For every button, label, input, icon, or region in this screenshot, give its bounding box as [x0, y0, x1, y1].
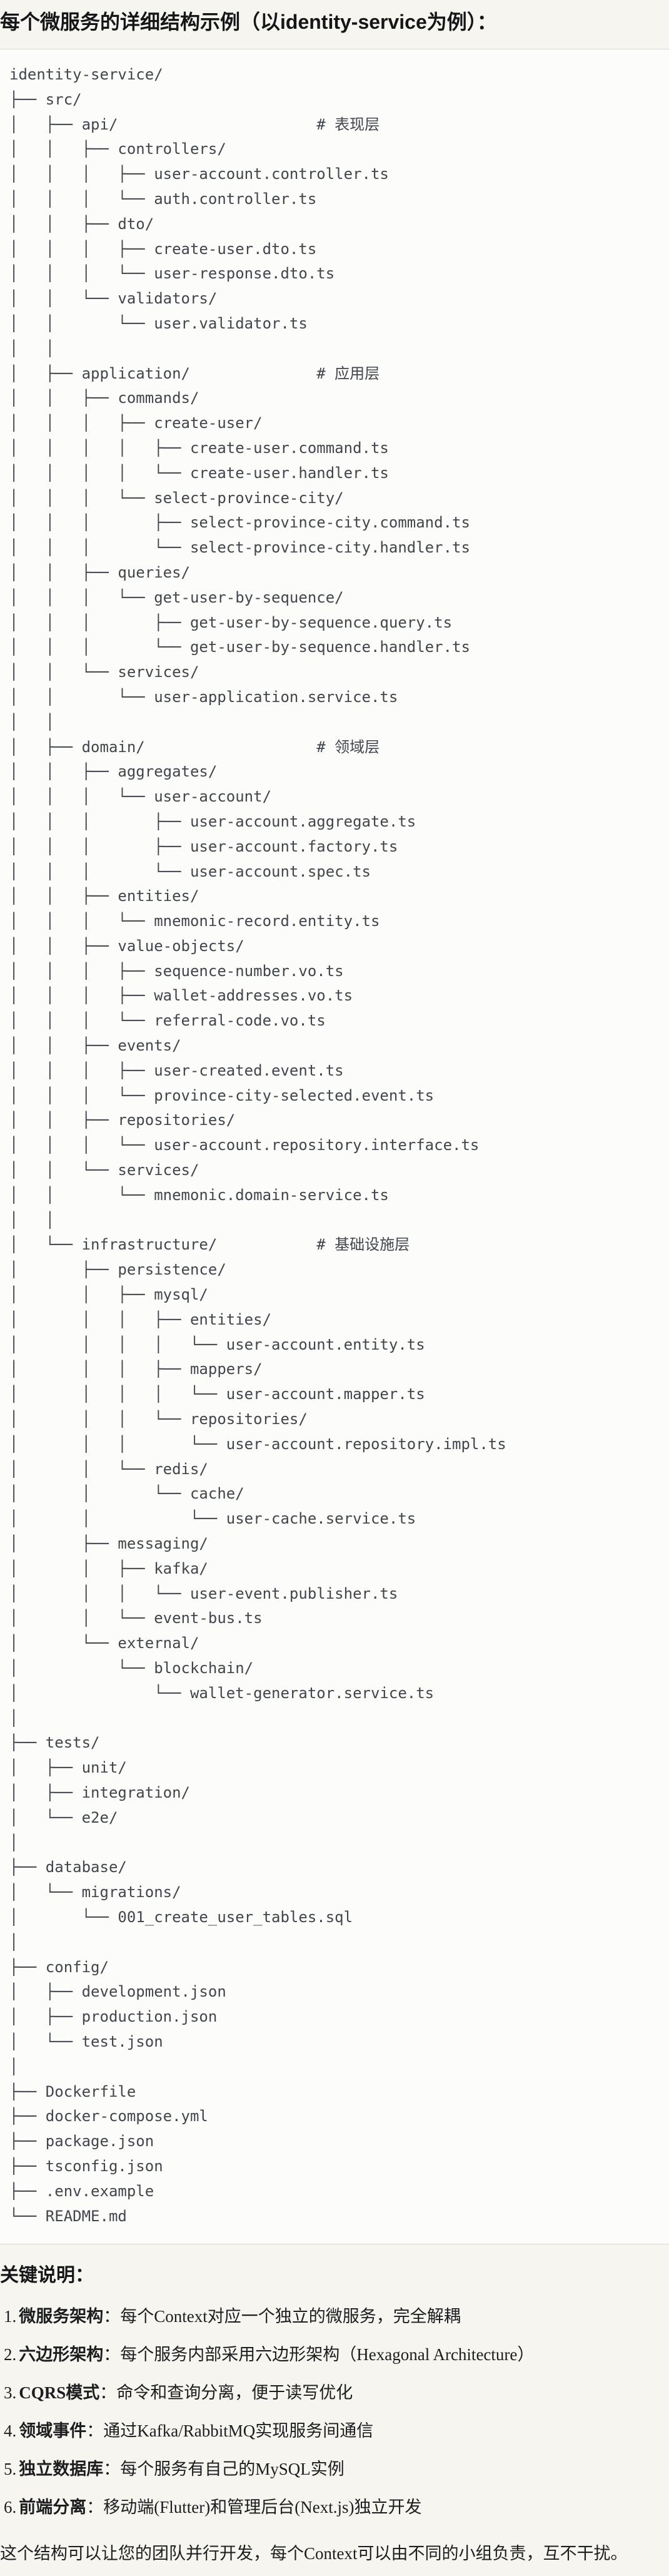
note-number: 3.: [4, 2383, 17, 2403]
note-text: ：通过Kafka/RabbitMQ实现服务间通信: [86, 2421, 374, 2441]
note-number: 1.: [4, 2307, 17, 2326]
note-text: ：每个Context对应一个独立的微服务，完全解耦: [103, 2307, 461, 2326]
note-text: ：命令和查询分离，便于读写优化: [99, 2383, 353, 2403]
note-label: 六边形架构: [19, 2345, 104, 2365]
note-number: 5.: [4, 2460, 17, 2479]
note-text: ：移动端(Flutter)和管理后台(Next.js)独立开发: [86, 2498, 422, 2517]
notes-heading: 关键说明：: [0, 2265, 94, 2286]
note-label: 独立数据库: [19, 2460, 104, 2479]
note-number: 6.: [4, 2498, 17, 2517]
directory-tree-block: identity-service/ ├── src/ │ ├── api/ # …: [0, 49, 669, 2245]
note-label: 微服务架构: [19, 2307, 104, 2326]
note-text: ：每个服务内部采用六边形架构（Hexagonal Architecture）: [103, 2345, 535, 2365]
note-item: 1.微服务架构：每个Context对应一个独立的微服务，完全解耦: [4, 2306, 669, 2327]
page-title: 每个微服务的详细结构示例（以identity-service为例）：: [0, 11, 497, 33]
directory-tree: identity-service/ ├── src/ │ ├── api/ # …: [9, 66, 506, 2225]
note-label: 领域事件: [19, 2421, 87, 2441]
note-text: ：每个服务有自己的MySQL实例: [103, 2460, 345, 2479]
note-item: 6.前端分离：移动端(Flutter)和管理后台(Next.js)独立开发: [4, 2497, 669, 2518]
note-item: 5.独立数据库：每个服务有自己的MySQL实例: [4, 2458, 669, 2480]
note-label: 前端分离: [19, 2498, 87, 2517]
note-item: 3.CQRS模式：命令和查询分离，便于读写优化: [4, 2382, 669, 2403]
note-number: 2.: [4, 2345, 17, 2365]
notes-list: 1.微服务架构：每个Context对应一个独立的微服务，完全解耦 2.六边形架构…: [0, 2306, 669, 2518]
note-label: CQRS模式: [19, 2383, 100, 2403]
note-item: 4.领域事件：通过Kafka/RabbitMQ实现服务间通信: [4, 2420, 669, 2441]
note-number: 4.: [4, 2421, 17, 2441]
note-item: 2.六边形架构：每个服务内部采用六边形架构（Hexagonal Architec…: [4, 2344, 669, 2365]
notes-footer: 这个结构可以让您的团队并行开发，每个Context可以由不同的小组负责，互不干扰…: [0, 2544, 628, 2563]
